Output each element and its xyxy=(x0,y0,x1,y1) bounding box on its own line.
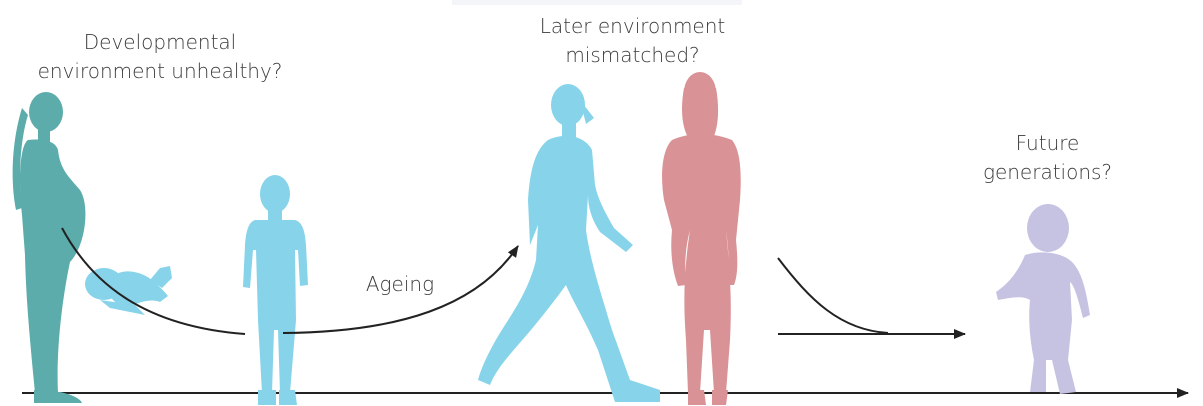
walking-man-silhouette xyxy=(478,84,660,402)
future-generations-label: Future generations? xyxy=(965,129,1130,187)
child-silhouette xyxy=(243,175,308,405)
standing-woman-silhouette xyxy=(662,72,741,405)
later-environment-label: Later environment mismatched? xyxy=(500,12,765,70)
ageing-label: Ageing xyxy=(345,270,455,299)
infant-silhouette xyxy=(85,266,172,315)
developmental-environment-label: Developmental environment unhealthy? xyxy=(30,28,290,86)
curve-adults-to-next xyxy=(778,258,888,333)
toddler-silhouette xyxy=(996,204,1090,394)
